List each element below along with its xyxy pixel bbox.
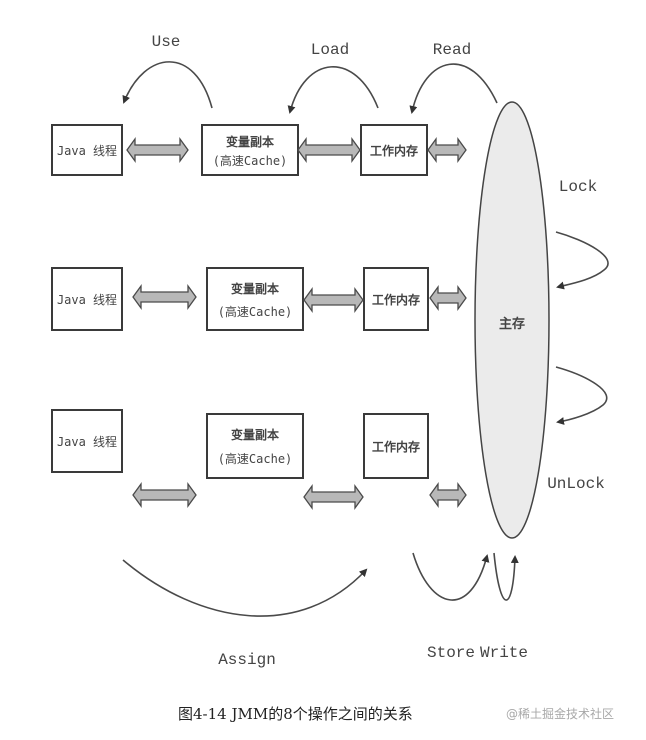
working-memory-label: 工作内存 [372,439,420,454]
operation-labels: Use Load Read Lock UnLock Assign Store W… [152,33,605,669]
variable-copy-box: 变量副本 (高速Cache) [201,124,299,176]
variable-copy-label: 变量副本 [226,134,274,149]
read-label: Read [433,41,471,59]
thread-row-1: Java 线程 变量副本 (高速Cache) 工作内存 [51,124,428,176]
watermark: @稀土掘金技术社区 [506,707,615,721]
variable-copy-label: 变量副本 [231,427,279,442]
working-memory-box: 工作内存 [360,124,428,176]
write-label: Write [480,644,528,662]
java-thread-label: Java 线程 [57,143,117,158]
use-label: Use [152,33,181,51]
java-thread-box: Java 线程 [51,409,123,473]
cache-to-working-arrow-icon [303,287,364,313]
variable-copy-box: 变量副本 (高速Cache) [206,267,304,331]
operation-curves [122,61,609,617]
read-arrow-icon [409,63,498,114]
variable-copy-label: 变量副本 [231,281,279,296]
working-memory-box: 工作内存 [363,267,429,331]
write-arrow-icon [493,552,519,601]
thread-row-2: Java 线程 变量副本 (高速Cache) 工作内存 [51,267,429,331]
assign-label: Assign [218,651,276,669]
cache-to-working-arrow-icon [297,137,361,163]
main-memory: 主存 [474,101,550,539]
working-to-main-arrow-icon [427,137,467,163]
working-to-main-arrow-icon [429,285,467,311]
cache-to-working-arrow-icon [303,484,364,510]
cache-label: (高速Cache) [213,153,288,168]
thread-row-3: Java 线程 变量副本 (高速Cache) 工作内存 [51,409,429,479]
lock-arrow-icon [555,231,609,290]
java-thread-box: Java 线程 [51,267,123,331]
cache-label: (高速Cache) [218,304,293,319]
thread-to-cache-arrow-icon [132,482,197,508]
working-memory-box: 工作内存 [363,413,429,479]
java-thread-label: Java 线程 [57,292,117,307]
variable-copy-box: 变量副本 (高速Cache) [206,413,304,479]
working-memory-label: 工作内存 [370,143,418,158]
store-arrow-icon [412,552,490,601]
double-arrows [126,137,467,510]
unlock-label: UnLock [547,475,605,493]
load-arrow-icon [287,66,379,114]
thread-to-cache-arrow-icon [132,284,197,310]
unlock-arrow-icon [555,366,608,425]
figure-caption: 图4-14 JMM的8个操作之间的关系 @稀土掘金技术社区 [0,700,646,730]
lock-label: Lock [559,178,597,196]
working-to-main-arrow-icon [429,482,467,508]
main-memory-label: 主存 [499,316,525,332]
java-thread-box: Java 线程 [51,124,123,176]
thread-to-cache-arrow-icon [126,137,189,163]
main-memory-ellipse [474,101,550,539]
working-memory-label: 工作内存 [372,292,420,307]
cache-label: (高速Cache) [218,451,293,466]
load-label: Load [311,41,349,59]
java-thread-label: Java 线程 [57,434,117,449]
use-arrow-icon [122,61,213,109]
assign-arrow-icon [122,559,368,617]
store-label: Store [427,644,475,662]
caption-text: 图4-14 JMM的8个操作之间的关系 [178,705,413,723]
